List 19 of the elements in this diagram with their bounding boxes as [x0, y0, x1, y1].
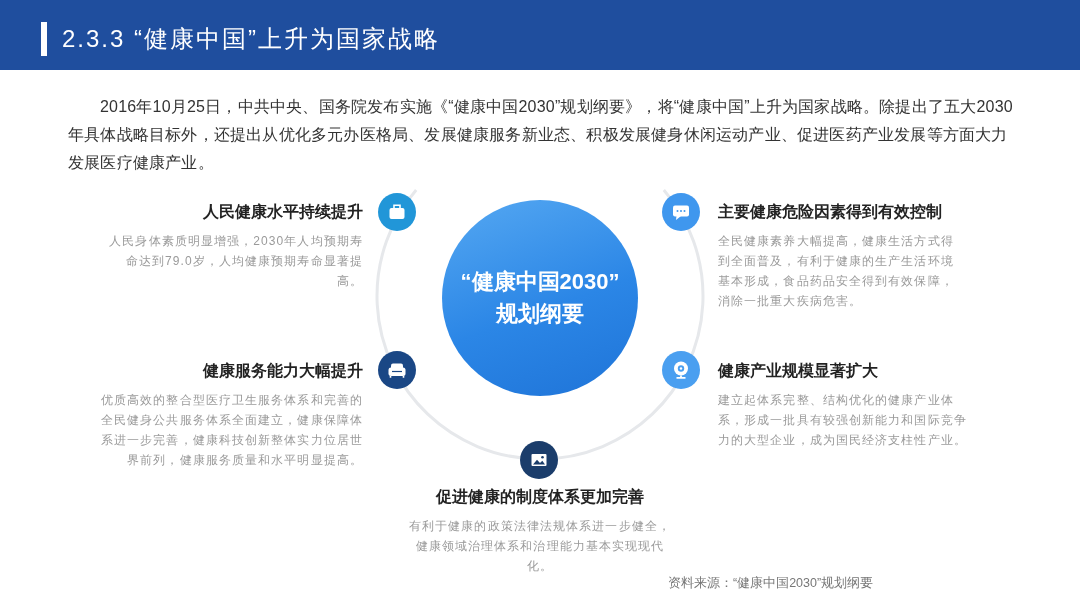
- source-note: 资料来源：“健康中国2030”规划纲要: [668, 575, 874, 592]
- item-description: 全民健康素养大幅提高，健康生活方式得到全面普及，有利于健康的生产生活环境基本形成，食品药品安全得到有效保障，消除一批重大疾病危害。: [718, 233, 955, 310]
- item-heading: 健康服务能力大幅提升: [201, 361, 363, 381]
- item-description: 人民身体素质明显增强，2030年人均预期寿命达到79.0岁，人均健康预期寿命显著提高。: [108, 233, 363, 290]
- item-heading: 人民健康水平持续提升: [202, 202, 363, 222]
- item-heading: 促进健康的制度体系更加完善: [434, 487, 645, 507]
- chat-bubble-icon: [662, 193, 700, 231]
- intro-paragraph: 2016年10月25日，中共中央、国务院发布实施《“健康中国2030”规划纲要》，将“健康中国”上升为国家战略。除提出了五大2030年具体战略目标外，还提出从优化多元办医格局、发展健康服务新业态、积极发展健身休闲运动产业、促进医药产业发展等方面大力发展医疗健康产业。: [68, 97, 1014, 173]
- briefcase-icon: [378, 193, 416, 231]
- slide-title: 2.3.3 “健康中国”上升为国家战略: [62, 24, 441, 54]
- webcam-icon: [662, 351, 700, 389]
- item-description: 建立起体系完整、结构优化的健康产业体系，形成一批具有较强创新能力和国际竞争力的大型企业，成为国民经济支柱性产业。: [718, 392, 968, 449]
- item-heading: 主要健康危险因素得到有效控制: [718, 202, 943, 222]
- item-description: 有利于健康的政策法律法规体系进一步健全，健康领域治理体系和治理能力基本实现现代化。: [408, 518, 672, 575]
- item-description: 优质高效的整合型医疗卫生服务体系和完善的全民健身公共服务体系全面建立，健康保障体系进一步完善，健康科技创新整体实力位居世界前列，健康服务质量和水平明显提高。: [100, 392, 363, 469]
- circle-title: “健康中国2030”规划纲要: [459, 268, 621, 328]
- item-heading: 健康产业规模显著扩大: [718, 361, 879, 381]
- image-icon: [520, 441, 558, 479]
- sofa-icon: [378, 351, 416, 389]
